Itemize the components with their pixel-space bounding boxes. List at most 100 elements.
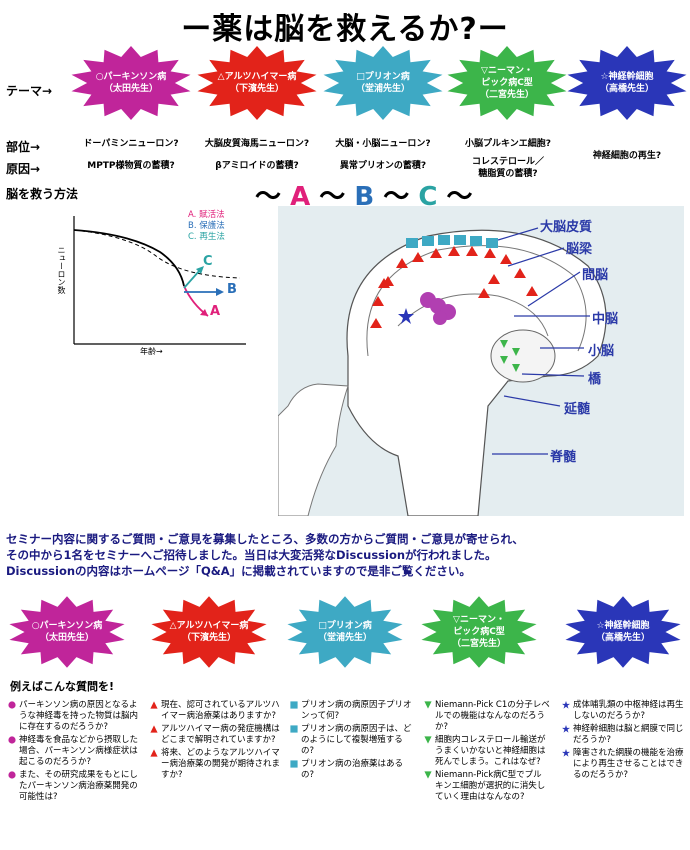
neuron-graph-svg	[73, 216, 246, 345]
seminar-line: セミナー内容に関するご質問・ご意見を募集したところ、多数の方からご質問・ご意見が…	[6, 532, 524, 546]
starburst-icon	[567, 46, 687, 120]
method-row-label: 脳を救う方法	[6, 187, 79, 201]
question-column-alzheimer: 現在、認可されているアルツハイマー病治療薬はありますか? アルツハイマー病の発症機…	[150, 700, 280, 783]
neuron-graph: A. 賦活法 B. 保護法 C. 再生法 A B C ニューロン数 年齢→	[57, 208, 250, 358]
questions-title: 例えばこんな質問を!	[10, 680, 115, 693]
question-column-prion: プリオン病の病原因子プリオンって何? プリオン病の病原因子は、どのようにして複製増…	[290, 700, 414, 783]
square-marker-icon	[290, 701, 298, 709]
question-item: 神経幹細胞は脳と網膜で同じだろうか?	[562, 724, 686, 746]
question-item: Niemann-Pick病C型でプルキンエ細胞が選択的に消失していく理由はなんな…	[424, 770, 550, 803]
cause-row-label: 原因→	[6, 162, 41, 176]
star-marker-icon	[562, 749, 570, 757]
question-text: また、その研究成果をもとにしたパーキンソン病治療薬開発の可能性は?	[19, 770, 138, 802]
theme-teacher: （堂浦先生）	[317, 633, 372, 643]
site-row-label: 部位→	[6, 140, 41, 154]
star-marker-icon	[562, 701, 570, 709]
theme-teacher: （太田先生）	[103, 84, 158, 94]
cause-line: コレステロール／	[471, 157, 544, 167]
method-a: A	[290, 182, 311, 212]
label-medulla: 延髄	[564, 402, 591, 417]
arrow-label-b: B	[227, 282, 237, 297]
question-text: 障害された網膜の機能を治療により再生させることはできるのだろうか?	[573, 748, 684, 780]
question-text: 現在、認可されているアルツハイマー病治療薬はありますか?	[161, 700, 280, 721]
question-column-niemann-pick: Niemann-Pick C1の分子レベルでの機能はなんなのだろうか?細胞内コレ…	[424, 700, 550, 805]
square-marker-icon	[290, 725, 298, 733]
theme-teacher: （二宮先生）	[451, 639, 506, 649]
theme-name: ☆神経幹細胞	[600, 72, 654, 82]
question-item: Niemann-Pick C1の分子レベルでの機能はなんなのだろうか?	[424, 700, 550, 733]
question-text: 神経毒を食品などから摂取した場合、パーキンソン病様症状は起こるのだろうか?	[19, 735, 139, 767]
arrow-label-a: A	[210, 304, 221, 319]
theme-name: □プリオン病	[318, 621, 372, 631]
legend-item-c: C. 再生法	[188, 232, 225, 242]
method-c: C	[418, 182, 438, 212]
theme-teacher: （高橋先生）	[595, 633, 650, 643]
question-text: 成体哺乳類の中枢神経は再生しないのだろうか?	[573, 700, 684, 721]
site-parkinson: ドーパミンニューロン?	[83, 139, 179, 149]
starburst-icon	[197, 46, 317, 120]
question-item: プリオン病の病原因子プリオンって何?	[290, 700, 414, 722]
theme-name: □プリオン病	[356, 72, 410, 82]
down-triangle-marker-icon	[424, 701, 432, 709]
cause-parkinson: MPTP様物質の蓄積?	[87, 161, 175, 171]
starburst-icon	[71, 46, 191, 120]
arrow-label-c: C	[203, 254, 213, 269]
tilde: 〜	[255, 182, 282, 212]
triangle-marker-icon	[150, 725, 158, 733]
graph-ylabel: ニューロン数	[57, 246, 66, 294]
theme-teacher: （二宮先生）	[479, 90, 534, 100]
cause-niemann-pick: コレステロール／ 糖脂質の蓄積?	[446, 156, 570, 180]
question-text: 細胞内コレステロール輸送がうまくいかないと神経細胞は死んでしまう。これはなぜ?	[435, 735, 546, 767]
theme-badge-alzheimer: △アルツハイマー病（下濱先生）	[196, 46, 318, 120]
question-item: 障害された網膜の機能を治療により再生させることはできるのだろうか?	[562, 748, 686, 781]
page-title: ー薬は脳を救えるか?ー	[181, 12, 509, 47]
triangle-marker-icon	[150, 701, 158, 709]
theme-teacher: （堂浦先生）	[355, 84, 410, 94]
question-text: 神経幹細胞は脳と網膜で同じだろうか?	[573, 724, 684, 745]
question-item: プリオン病の治療薬はあるの?	[290, 759, 414, 781]
starburst-icon	[421, 596, 537, 668]
cause-stem-cell: 神経細胞の再生?	[592, 151, 662, 161]
starburst-icon	[323, 46, 443, 120]
question-text: プリオン病の病原因子プリオンって何?	[301, 700, 412, 721]
theme-badge-parkinson: ○パーキンソン病（太田先生）	[70, 46, 192, 120]
theme-badge-prion: □プリオン病 （堂浦先生）	[322, 46, 444, 120]
question-text: プリオン病の治療薬はあるの?	[301, 759, 404, 780]
brain-sagittal-image	[277, 206, 684, 517]
question-text: プリオン病の病原因子は、どのようにして複製増殖するの?	[301, 724, 412, 756]
method-sequence: 〜 A 〜 B 〜 C 〜	[255, 176, 472, 213]
theme-teacher: （太田先生）	[39, 633, 94, 643]
question-item: パーキンソン病の原因となるような神経毒を持った物質は脳内に存在するのだろうか?	[8, 700, 140, 733]
site-niemann-pick: 小脳プルキンエ細胞?	[465, 139, 551, 149]
theme-row-label: テーマ→	[6, 84, 53, 98]
question-text: 将来、どのようなアルツハイマー病治療薬の開発が期待されますか?	[161, 748, 281, 780]
starburst-icon	[565, 596, 681, 668]
seminar-line: Discussionの内容はホームページ「Q&A」に掲載されていますので是非ご覧…	[6, 564, 471, 578]
seminar-line: その中から1名をセミナーへご招待しました。当日は大変活発なDiscussionが…	[6, 548, 497, 562]
question-badge-prion: □プリオン病 （堂浦先生）	[286, 596, 404, 668]
question-badge-niemann-pick: ▽ニーマン・ピック病C型（二宮先生）	[420, 596, 538, 668]
question-item: プリオン病の病原因子は、どのようにして複製増殖するの?	[290, 724, 414, 757]
theme-teacher: （高橋先生）	[599, 84, 654, 94]
cause-alzheimer: βアミロイドの蓄積?	[215, 161, 299, 171]
cause-line: 糖脂質の蓄積?	[478, 169, 538, 179]
question-column-parkinson: パーキンソン病の原因となるような神経毒を持った物質は脳内に存在するのだろうか?神…	[8, 700, 140, 805]
question-item: 細胞内コレステロール輸送がうまくいかないと神経細胞は死んでしまう。これはなぜ?	[424, 735, 550, 768]
circle-marker-icon	[8, 736, 16, 744]
question-item: 現在、認可されているアルツハイマー病治療薬はありますか?	[150, 700, 280, 722]
circle-marker-icon	[8, 771, 16, 779]
question-text: Niemann-Pick病C型でプルキンエ細胞が選択的に消失していく理由はなんな…	[435, 770, 546, 802]
label-spinal-cord: 脊髄	[550, 450, 577, 465]
question-text: アルツハイマー病の発症機構はどこまで解明されていますか?	[161, 724, 280, 745]
legend-item-b: B. 保護法	[188, 221, 225, 231]
theme-name: △アルツハイマー病	[217, 72, 297, 82]
question-item: また、その研究成果をもとにしたパーキンソン病治療薬開発の可能性は?	[8, 770, 140, 803]
starburst-icon	[287, 596, 403, 668]
theme-name: ピック病C型	[481, 78, 533, 88]
down-triangle-marker-icon	[424, 736, 432, 744]
label-cerebral-cortex: 大脳皮質	[540, 220, 593, 235]
graph-legend: A. 賦活法 B. 保護法 C. 再生法	[188, 210, 225, 243]
theme-name: ▽ニーマン・	[453, 615, 505, 625]
question-text: Niemann-Pick C1の分子レベルでの機能はなんなのだろうか?	[435, 700, 550, 732]
cause-prion: 異常プリオンの蓄積?	[339, 161, 427, 171]
